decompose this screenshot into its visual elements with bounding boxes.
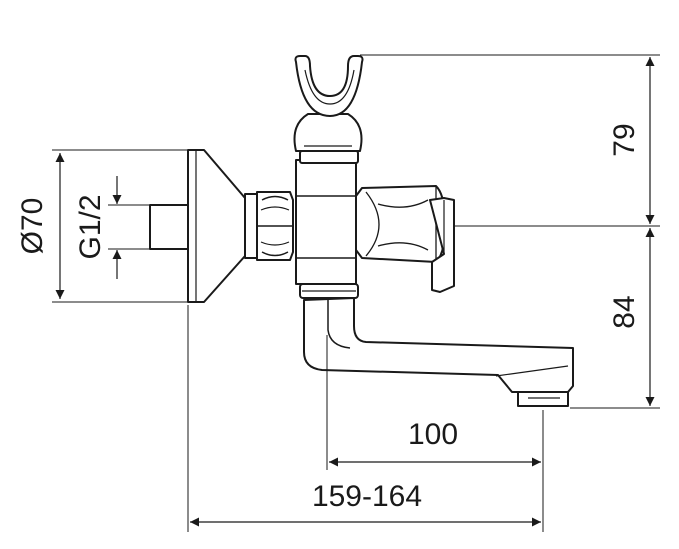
top-height-label: 79 (608, 123, 641, 156)
thread-size-label: G1/2 (74, 194, 107, 259)
shower-holder (294, 55, 364, 117)
valve-handle (355, 185, 455, 293)
diverter-cap (293, 113, 363, 164)
spout (303, 297, 574, 407)
wall-inlet-pipe (149, 204, 189, 250)
wall-flange (187, 149, 246, 303)
spout-collar (299, 283, 359, 299)
union-nut (244, 191, 294, 261)
total-reach-label: 159-164 (312, 480, 422, 513)
spout-reach-label: 100 (408, 418, 458, 451)
valve-body (295, 159, 357, 285)
spout-height-label: 84 (608, 295, 641, 328)
flange-diameter-label: Ø70 (16, 198, 49, 255)
extension-lines (52, 54, 660, 532)
dimension-lines (55, 57, 655, 527)
